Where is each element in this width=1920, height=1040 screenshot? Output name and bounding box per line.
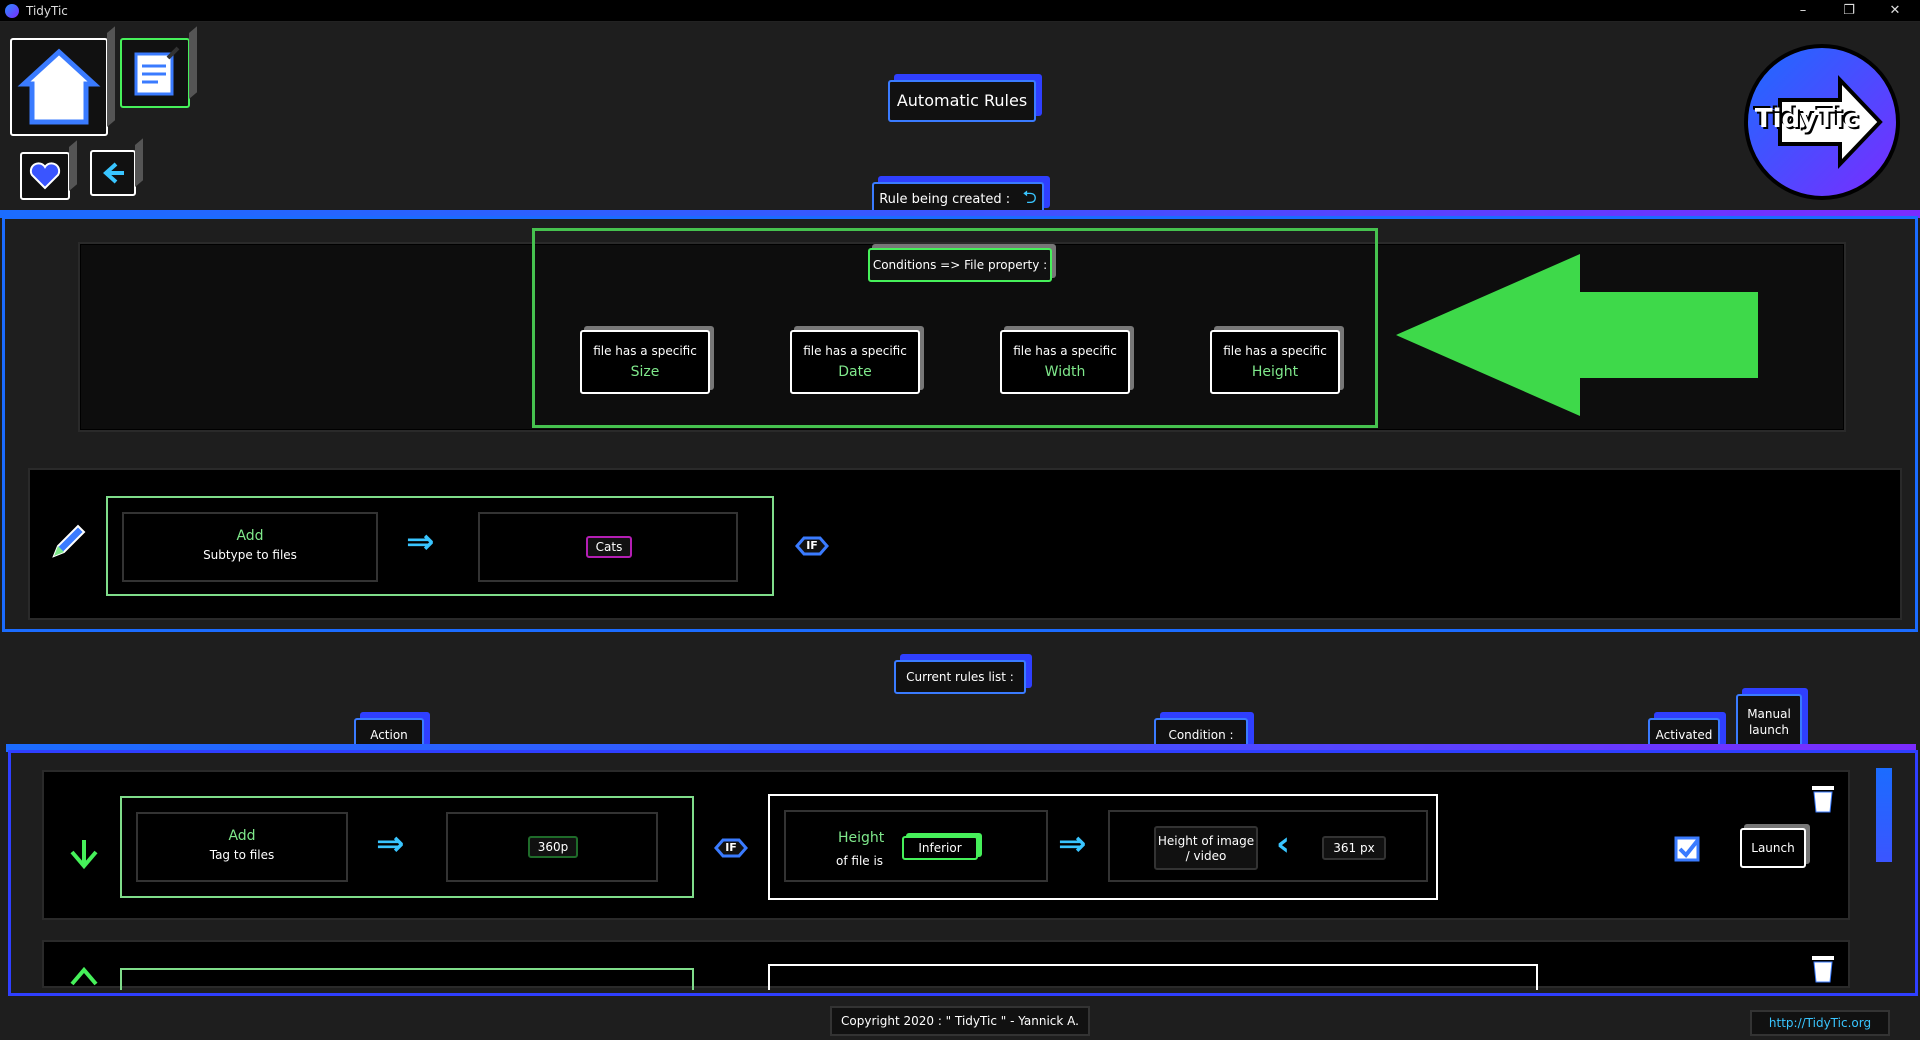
property-height-label: Height [1251, 364, 1299, 380]
top-panel-accent [0, 210, 1920, 218]
rule-condition-property: Height [838, 830, 885, 846]
property-highlight-frame [532, 228, 1378, 428]
logo-text: TidyTic [1754, 104, 1860, 134]
current-rules-label: Current rules list : [894, 660, 1026, 694]
pencil-icon[interactable] [48, 522, 88, 562]
window-title: TidyTic [26, 4, 68, 18]
rule-target-box[interactable]: Height of image / video ‹ 361 px [1108, 810, 1428, 882]
page-title: Automatic Rules [888, 80, 1036, 122]
if-label: IF [806, 539, 818, 552]
action-object: Subtype to files [203, 548, 297, 562]
rule-then-arrow-icon: ⇒ [376, 824, 405, 864]
property-size-label: Size [630, 364, 660, 380]
property-width-line1: file has a specific [1013, 344, 1117, 358]
tag-box[interactable]: Cats [478, 512, 738, 582]
move-down-icon[interactable] [66, 836, 102, 872]
rule-condition-frame [768, 964, 1538, 990]
if-badge: IF [795, 536, 829, 556]
property-date-line1: file has a specific [803, 344, 907, 358]
property-width-button[interactable]: file has a specific Width [1000, 330, 1130, 394]
tidytic-logo: TidyTic [1740, 40, 1904, 204]
rule-action-box[interactable]: Add Tag to files [136, 812, 348, 882]
window-titlebar: TidyTic – ❐ ✕ [0, 0, 1920, 22]
property-width-label: Width [1044, 364, 1086, 380]
maximize-button[interactable]: ❐ [1843, 3, 1855, 18]
activated-checkbox[interactable] [1674, 836, 1702, 862]
property-height-button[interactable]: file has a specific Height [1210, 330, 1340, 394]
move-up-icon[interactable] [66, 966, 102, 990]
rule-condition-frame [768, 794, 1438, 900]
rule-action-frame [120, 968, 694, 990]
property-date-label: Date [838, 364, 872, 380]
rule-condition-value: 361 px [1322, 836, 1386, 860]
app-icon [5, 4, 19, 18]
rule-being-created-text: Rule being created : [879, 192, 1011, 207]
rules-panel-accent [6, 744, 1916, 752]
trash-icon[interactable] [1808, 782, 1838, 814]
home-button[interactable] [10, 38, 108, 136]
website-link[interactable]: http://TidyTic.org [1750, 1010, 1890, 1036]
rule-tag-value: 360p [528, 836, 578, 858]
property-height-line1: file has a specific [1223, 344, 1327, 358]
launch-button[interactable]: Launch [1740, 828, 1806, 868]
conditions-header: Conditions => File property : [868, 248, 1052, 282]
rule-if-badge: IF [714, 838, 748, 858]
hint-arrow-icon [1396, 254, 1758, 416]
rule-condition-arrow-icon: ⇒ [1058, 824, 1087, 864]
col-manual-launch-header: Manual launch [1736, 694, 1802, 752]
rule-condition-box[interactable]: Height of file is Inferior [784, 810, 1048, 882]
trash-icon[interactable] [1808, 952, 1838, 984]
edit-icon [134, 46, 180, 96]
rule-if-label: IF [725, 841, 737, 854]
close-button[interactable]: ✕ [1889, 3, 1901, 18]
action-frame [106, 496, 774, 596]
copyright-text: Copyright 2020 : " TidyTic " - Yannick A… [830, 1006, 1090, 1036]
editor-button[interactable] [120, 38, 190, 108]
heart-icon [29, 162, 61, 190]
property-date-button[interactable]: file has a specific Date [790, 330, 920, 394]
rule-condition-target: Height of image / video [1154, 826, 1258, 870]
undo-icon[interactable]: ⮌ [1022, 187, 1037, 208]
minimize-button[interactable]: – [1799, 3, 1807, 18]
rule-tag-box[interactable]: 360p [446, 812, 658, 882]
home-icon [17, 48, 101, 125]
tag-value: Cats [586, 536, 632, 558]
rules-scrollbar[interactable] [1876, 768, 1892, 862]
property-size-line1: file has a specific [593, 344, 697, 358]
action-box[interactable]: Add Subtype to files [122, 512, 378, 582]
rule-condition-operator: Inferior [902, 836, 978, 860]
then-arrow-icon: ⇒ [406, 522, 435, 562]
rule-action-frame [120, 796, 694, 898]
action-verb: Add [236, 528, 264, 544]
back-arrow-icon [103, 162, 124, 184]
rule-action-verb: Add [228, 828, 256, 844]
back-button[interactable] [90, 150, 136, 196]
less-than-icon: ‹ [1276, 824, 1291, 864]
rule-condition-property-sub: of file is [836, 854, 884, 868]
rule-being-created-label: Rule being created : ⮌ [872, 182, 1044, 214]
favorite-button[interactable] [20, 152, 70, 200]
rule-action-object: Tag to files [209, 848, 275, 862]
property-size-button[interactable]: file has a specific Size [580, 330, 710, 394]
